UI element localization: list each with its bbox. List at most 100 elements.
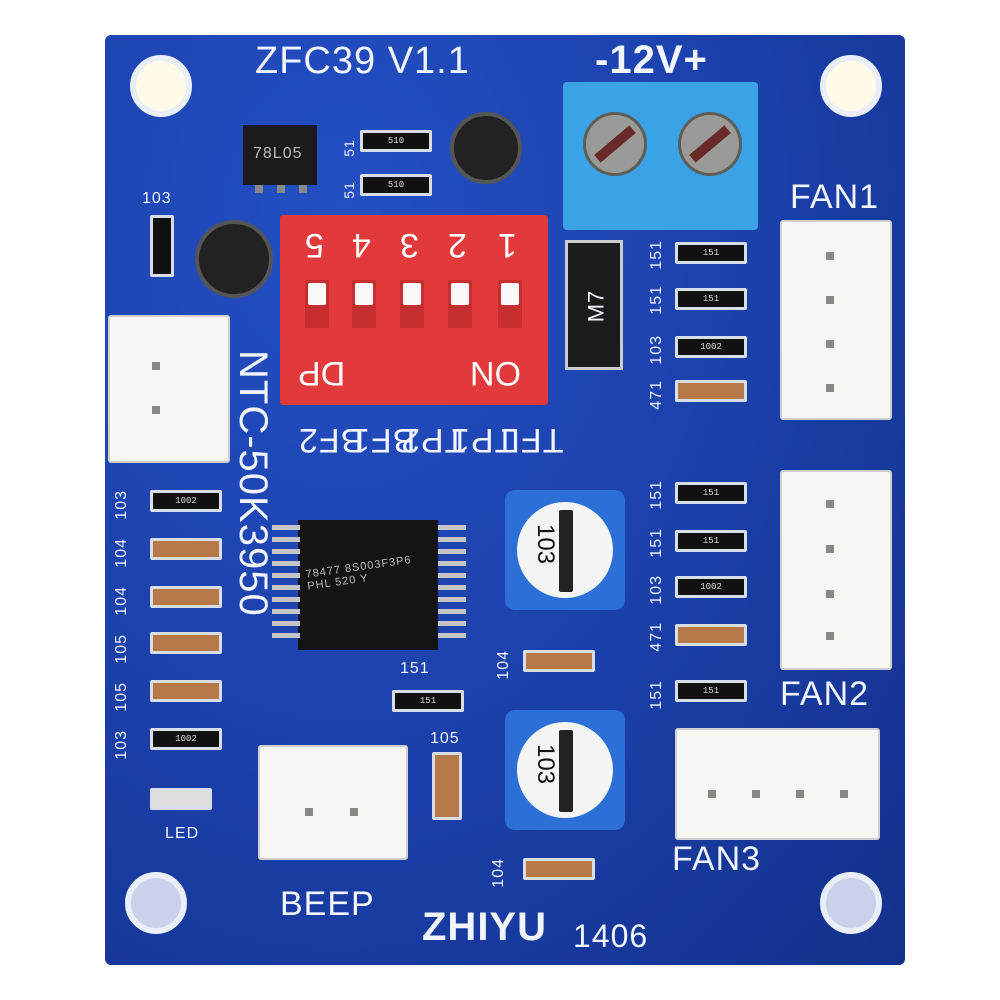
smd-capacitor (432, 752, 462, 820)
chip-label: 510 (387, 136, 405, 146)
resistor-code: 103 (648, 575, 665, 605)
screw-icon[interactable] (678, 112, 742, 176)
board-title: ZFC39 V1.1 (255, 40, 470, 82)
fan1-connector[interactable] (780, 220, 892, 420)
ic-pin (272, 573, 300, 578)
regulator-pin (299, 185, 307, 193)
dip-number: 1 (498, 226, 517, 264)
dip-toggle-1[interactable] (498, 280, 522, 328)
connector-pin (708, 790, 716, 798)
smd-resistor: 151 (675, 288, 747, 310)
ic-marking: 78477 8S003F3P6 PHL 520 Y (304, 553, 413, 593)
electrolytic-capacitor (195, 220, 273, 298)
smd-resistor: 1002 (675, 336, 747, 358)
connector-pin (152, 362, 160, 370)
regulator-pin (277, 185, 285, 193)
chip-label: 1002 (175, 734, 197, 744)
dip-number: 5 (305, 226, 324, 264)
chip-label: 510 (387, 180, 405, 190)
fan2-connector[interactable] (780, 470, 892, 670)
resistor-code: 103 (648, 335, 665, 365)
smd-capacitor (150, 632, 222, 654)
connector-pin (796, 790, 804, 798)
connector-pin (826, 500, 834, 508)
connector-pin (826, 590, 834, 598)
smd-resistor: 151 (675, 680, 747, 702)
pot-code: 103 (532, 523, 560, 565)
ic-pin (438, 597, 466, 602)
resistor-code: 104 (490, 858, 507, 888)
chip-label: 151 (702, 536, 720, 546)
electrolytic-capacitor (450, 112, 522, 184)
power-terminal-block[interactable] (563, 82, 758, 230)
smd-resistor: 151 (675, 530, 747, 552)
voltage-regulator: 78L05 (243, 125, 317, 185)
smd-capacitor (675, 380, 747, 402)
ic-pin (272, 585, 300, 590)
resistor-code: 151 (400, 660, 430, 677)
dip-toggle-4[interactable] (352, 280, 376, 328)
chip-label: 1002 (700, 582, 722, 592)
connector-pin (752, 790, 760, 798)
resistor-code: 104 (113, 586, 130, 616)
chip-label: 151 (419, 696, 437, 706)
dip-number: 2 (448, 226, 467, 264)
screw-icon[interactable] (583, 112, 647, 176)
pot-slot-icon (559, 730, 573, 812)
dip-toggle-5[interactable] (305, 280, 329, 328)
ic-pin (438, 549, 466, 554)
ic-pin (438, 585, 466, 590)
dip-switch[interactable]: 5 4 3 2 1 DP ON (280, 215, 548, 405)
ic-pin (272, 561, 300, 566)
date-code: 1406 (573, 918, 649, 954)
connector-pin (840, 790, 848, 798)
connector-pin (152, 406, 160, 414)
smd-capacitor (150, 680, 222, 702)
trimmer-potentiometer-1[interactable]: 103 (505, 490, 625, 610)
ic-pin (438, 609, 466, 614)
ic-pin (272, 633, 300, 638)
ic-pin (272, 597, 300, 602)
ntc-sensor-connector[interactable] (108, 315, 230, 463)
mounting-hole-top-right (820, 55, 882, 117)
mounting-hole-bottom-left (125, 872, 187, 934)
fan3-label: FAN3 (672, 840, 762, 878)
pot-code: 103 (532, 743, 560, 785)
chip-label: 1002 (175, 496, 197, 506)
smd-resistor: 151 (392, 690, 464, 712)
trimmer-potentiometer-2[interactable]: 103 (505, 710, 625, 830)
dip-number: 3 (400, 226, 419, 264)
smd-capacitor (523, 650, 595, 672)
smd-resistor: 510 (360, 130, 432, 152)
resistor-code: 103 (142, 190, 172, 207)
fan3-connector[interactable] (675, 728, 880, 840)
resistor-code: 51 (340, 139, 357, 157)
beep-connector[interactable] (258, 745, 408, 860)
dip-toggle-3[interactable] (400, 280, 424, 328)
smd-resistor (150, 215, 174, 277)
ic-pin (272, 537, 300, 542)
resistor-code: 105 (430, 730, 460, 747)
connector-pin (826, 384, 834, 392)
mounting-hole-bottom-right (820, 872, 882, 934)
resistor-code: 471 (648, 380, 665, 410)
diode: M7 (565, 240, 623, 370)
power-label: -12V+ (595, 38, 708, 82)
mounting-hole-top-left (130, 55, 192, 117)
ic-pin (438, 621, 466, 626)
chip-label: 151 (702, 294, 720, 304)
regulator-label: 78L05 (253, 145, 303, 162)
diode-label: M7 (583, 289, 609, 323)
smd-resistor: 510 (360, 174, 432, 196)
resistor-code: 151 (648, 528, 665, 558)
ntc-sensor-label: NTC-50K3950 (231, 350, 275, 617)
beep-label: BEEP (280, 885, 375, 923)
fan1-label: FAN1 (790, 178, 880, 216)
resistor-code: 151 (648, 285, 665, 315)
led-indicator (150, 788, 212, 810)
smd-resistor: 1002 (675, 576, 747, 598)
resistor-code: 471 (648, 622, 665, 652)
dip-toggle-2[interactable] (448, 280, 472, 328)
smd-capacitor (675, 624, 747, 646)
fan2-label: FAN2 (780, 675, 870, 713)
